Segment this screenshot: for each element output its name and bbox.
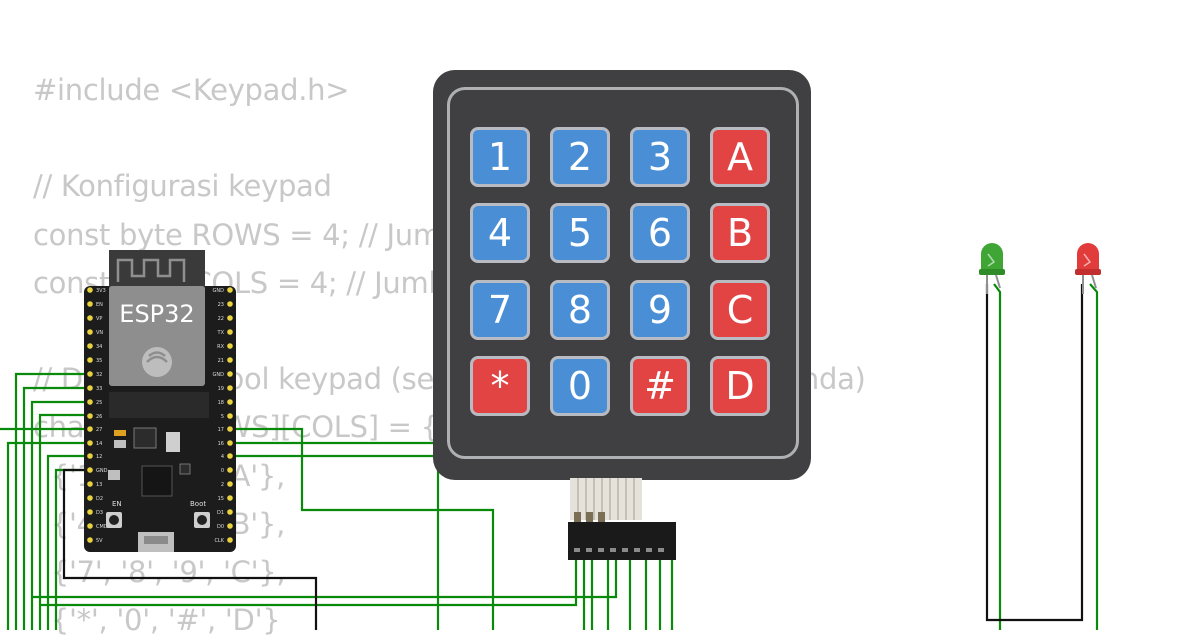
- wire-gnd-leds[interactable]: [985, 284, 1084, 622]
- right-pin-label-14: 2: [221, 482, 224, 488]
- key-4[interactable]: 4: [470, 203, 530, 263]
- left-pin-label-17: CMD: [96, 524, 108, 530]
- left-pin-header: [87, 287, 93, 543]
- right-pin-labels: GND 23 22 TX RX 21 GND 19 18 5 17 16 4 0…: [213, 288, 225, 544]
- left-pin-label-15: D2: [96, 496, 103, 502]
- wire-keypad-row-1[interactable]: [40, 560, 578, 607]
- left-pin-label-8: 25: [96, 400, 102, 406]
- left-pin-label-13: GND: [96, 468, 108, 474]
- en-button[interactable]: [106, 512, 122, 528]
- key-9[interactable]: 9: [630, 280, 690, 340]
- left-pin-label-16: D3: [96, 510, 103, 516]
- boot-label: Boot: [190, 500, 206, 508]
- key-7[interactable]: 7: [470, 280, 530, 340]
- left-pin-label-12: 12: [96, 454, 102, 460]
- key-a[interactable]: A: [710, 127, 770, 187]
- right-pin-label-13: 0: [221, 468, 224, 474]
- wire-keypad-col-1[interactable]: [32, 560, 618, 599]
- wire-red-led-anode[interactable]: [1089, 283, 1099, 630]
- wire-gpio-26[interactable]: [38, 413, 90, 630]
- wiring-layer: [0, 283, 1099, 630]
- wire-gpio-32[interactable]: [14, 372, 90, 630]
- right-pin-label-0: GND: [213, 288, 225, 294]
- code-line: {'7', '8', '9', 'C'},: [33, 554, 286, 589]
- keypad-4x4: 1 2 3 A 4 5 6 B 7 8 9 C * 0 # D: [433, 70, 811, 480]
- key-1[interactable]: 1: [470, 127, 530, 187]
- wire-gnd-esp32[interactable]: [62, 468, 318, 630]
- keypad-ribbon-connector: [568, 478, 676, 560]
- left-pin-labels: 3V3 EN VP VN 34 35 32 33 25 26 27 14 12 …: [96, 288, 108, 544]
- right-pin-label-12: 4: [221, 454, 224, 460]
- code-line: // Konfigurasi keypad: [33, 169, 332, 204]
- key-c[interactable]: C: [710, 280, 770, 340]
- left-pin-label-7: 33: [96, 386, 102, 392]
- esp32-label: ESP32: [119, 300, 195, 328]
- key-2[interactable]: 2: [550, 127, 610, 187]
- key-6[interactable]: 6: [630, 203, 690, 263]
- right-pin-label-4: RX: [217, 344, 224, 350]
- wire-gpio-33[interactable]: [22, 386, 90, 630]
- wire-gpio-17[interactable]: [228, 427, 495, 630]
- wire-gpio-14[interactable]: [6, 441, 90, 630]
- key-0[interactable]: 0: [550, 356, 610, 416]
- green-led[interactable]: [976, 240, 1010, 294]
- left-pin-label-0: 3V3: [96, 288, 106, 294]
- right-pin-label-5: 21: [218, 358, 224, 364]
- key-d[interactable]: D: [710, 356, 770, 416]
- right-pin-label-2: 22: [218, 316, 224, 322]
- en-label: EN: [112, 500, 122, 508]
- wire-gpio-16[interactable]: [228, 441, 440, 630]
- keypad-bezel: [447, 87, 799, 459]
- key-star[interactable]: *: [470, 356, 530, 416]
- right-pin-label-17: D0: [217, 524, 224, 530]
- left-pin-label-2: VP: [96, 316, 102, 322]
- right-pin-label-16: D1: [217, 510, 224, 516]
- right-pin-label-10: 17: [218, 427, 224, 433]
- key-b[interactable]: B: [710, 203, 770, 263]
- esp32-board[interactable]: 3V3 EN VP VN 34 35 32 33 25 26 27 14 12 …: [84, 250, 236, 552]
- wire-gpio-12[interactable]: [46, 454, 90, 630]
- right-pin-label-1: 23: [218, 302, 224, 308]
- left-pin-label-11: 14: [96, 441, 102, 447]
- key-3[interactable]: 3: [630, 127, 690, 187]
- code-line: const byte ROWS = 4; // Jumlah baris: [33, 217, 563, 252]
- right-pin-label-3: TX: [217, 330, 225, 336]
- right-pin-label-15: 15: [218, 496, 224, 502]
- left-pin-label-3: VN: [96, 330, 103, 336]
- left-pin-label-1: EN: [96, 302, 103, 308]
- right-pin-label-8: 18: [218, 400, 224, 406]
- key-5[interactable]: 5: [550, 203, 610, 263]
- left-pin-label-4: 34: [96, 344, 102, 350]
- key-8[interactable]: 8: [550, 280, 610, 340]
- left-pin-label-10: 27: [96, 427, 102, 433]
- right-pin-label-7: 19: [218, 386, 224, 392]
- key-hash[interactable]: #: [630, 356, 690, 416]
- wire-green-led-anode[interactable]: [993, 283, 1002, 630]
- right-pin-label-9: 5: [221, 414, 224, 420]
- left-pin-label-18: 5V: [96, 538, 103, 544]
- right-pin-label-6: GND: [213, 372, 225, 378]
- left-pin-label-6: 32: [96, 372, 102, 378]
- boot-button[interactable]: [194, 512, 210, 528]
- right-pin-label-11: 16: [218, 441, 224, 447]
- red-led[interactable]: [1072, 240, 1106, 294]
- right-pin-header: [227, 287, 233, 543]
- code-line: #include <Keypad.h>: [33, 73, 350, 107]
- right-pin-label-18: CLK: [214, 538, 224, 544]
- wire-gpio-25[interactable]: [30, 400, 90, 630]
- left-pin-label-14: 13: [96, 482, 102, 488]
- left-pin-label-9: 26: [96, 414, 102, 420]
- left-pin-label-5: 35: [96, 358, 102, 364]
